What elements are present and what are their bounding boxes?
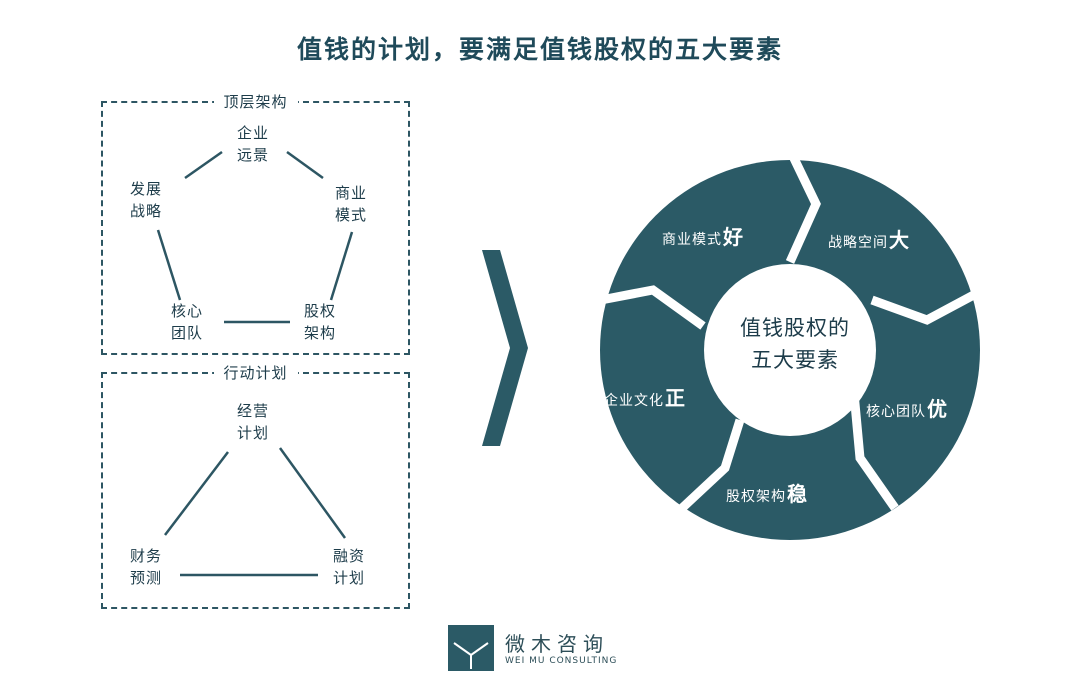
node-equity-structure: 股权 架构 [303, 302, 336, 342]
edge-ops-funding [278, 447, 347, 539]
edge-vision-model [286, 150, 324, 180]
edge-ops-finance [164, 451, 229, 536]
logo-chinese-name: 微木咨询 [505, 632, 609, 656]
node-operating-plan: 经营 计划 [236, 402, 269, 442]
pentagon-edges [156, 150, 354, 324]
ring-separators [600, 148, 986, 514]
edge-model-equity [329, 231, 354, 301]
logo-mark-icon [448, 625, 494, 671]
action-plan-label: 行动计划 [213, 362, 298, 383]
chevron-arrow-icon [482, 250, 528, 446]
node-financing-plan: 融资 计划 [332, 547, 365, 587]
top-structure-label: 顶层架构 [213, 91, 298, 112]
node-business-model: 商业 模式 [334, 184, 367, 224]
ring-center-text: 值钱股权的 五大要素 [740, 316, 850, 372]
node-development-strategy: 发展 战略 [129, 180, 162, 220]
logo-english-name: WEI MU CONSULTING [505, 656, 618, 666]
action-plan-box: 行动计划 [101, 362, 410, 609]
page-title: 值钱的计划，要满足值钱股权的五大要素 [296, 35, 783, 64]
segment-core-team: 核心团队优 [866, 397, 948, 421]
node-financial-forecast: 财务 预测 [129, 547, 162, 587]
segment-business-model: 商业模式好 [662, 225, 744, 249]
elements-ring [600, 148, 986, 540]
triangle-edges [164, 447, 347, 577]
edge-strategy-team [156, 229, 182, 301]
top-structure-box: 顶层架构 [101, 91, 410, 355]
segment-corporate-culture: 企业文化正 [604, 386, 686, 410]
node-core-team: 核心 团队 [170, 302, 203, 342]
ring-hole [704, 264, 876, 436]
segment-equity-structure: 股权架构稳 [726, 482, 808, 506]
node-enterprise-vision: 企业 远景 [236, 124, 269, 164]
segment-strategy-space: 战略空间大 [828, 228, 910, 252]
edge-vision-strategy [184, 150, 223, 180]
